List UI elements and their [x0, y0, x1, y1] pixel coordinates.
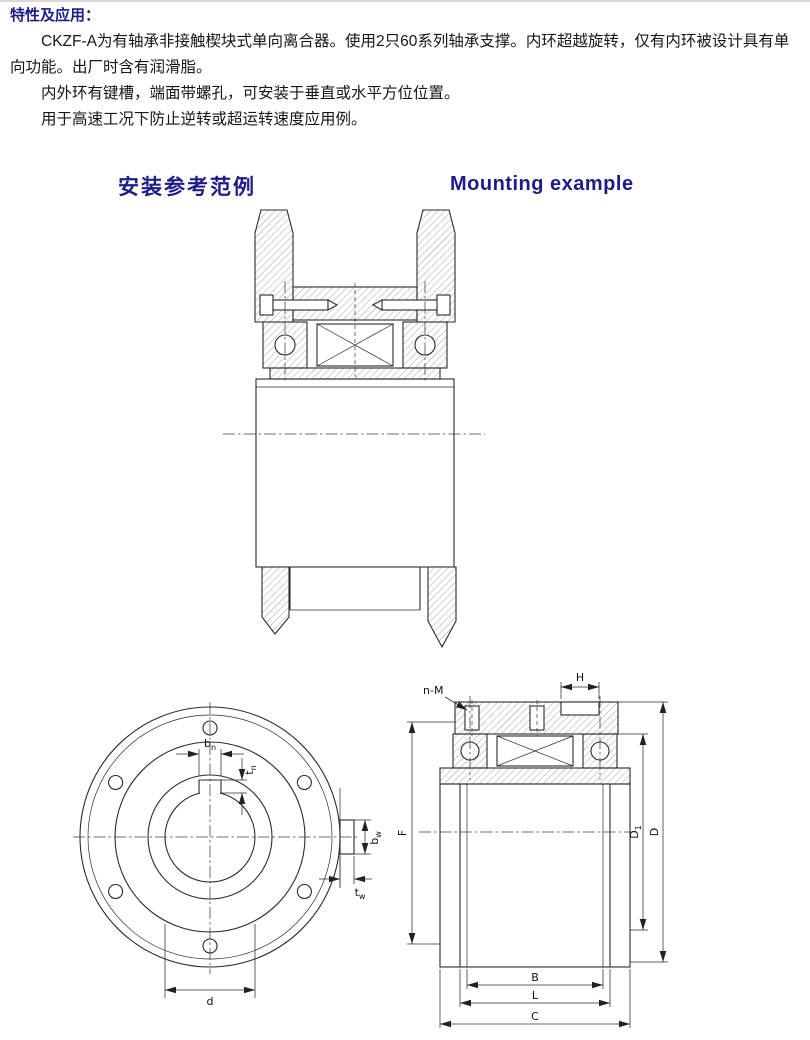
- housing-plate-right: [416, 209, 456, 323]
- dim-d-outer-label: D: [648, 828, 661, 836]
- clutch-bearing-section: [452, 733, 618, 769]
- dim-tw-label: tw: [355, 886, 366, 901]
- clutch-cap: [454, 700, 619, 736]
- intro-paragraph-1: CKZF-A为有轴承非接触楔块式单向离合器。使用2只60系列轴承支撑。内环超越旋…: [10, 33, 790, 76]
- dim-D1: D1: [618, 733, 648, 931]
- mounting-bolt-left: [259, 294, 339, 316]
- dim-d1-label: D1: [628, 825, 643, 839]
- dim-B: B: [466, 969, 604, 989]
- bolt-hole: [202, 720, 218, 736]
- dim-F: F: [396, 721, 455, 945]
- dim-H: H: [560, 671, 600, 699]
- dim-tn-label: tn: [243, 765, 258, 774]
- dim-bw: bw: [354, 819, 383, 855]
- dim-c-label: C: [531, 1010, 539, 1023]
- dim-l-label: L: [532, 989, 539, 1002]
- dim-b-label: B: [531, 971, 539, 984]
- bolt-shaft-right: [381, 299, 438, 311]
- dim-tn: tn: [220, 758, 258, 815]
- clutch-flange: [439, 767, 631, 785]
- dim-tw: tw: [319, 856, 372, 901]
- bolt-shaft-left: [272, 299, 329, 311]
- dim-f-label: F: [396, 830, 409, 836]
- intro-text-block: 特性及应用： CKZF-A为有轴承非接触楔块式单向离合器。使用2只60系列轴承支…: [10, 3, 804, 133]
- section-view-drawing: H n-M F D1 D B: [396, 671, 668, 1028]
- bolt-hole: [108, 774, 124, 791]
- mounting-example-drawing: [223, 209, 485, 649]
- front-view-drawing: bn tn bw tw d: [73, 702, 383, 1008]
- bolt-tip-left: [327, 299, 339, 311]
- bolt-hole: [296, 774, 312, 791]
- dim-bw-label: bw: [368, 831, 383, 845]
- dim-L: L: [459, 969, 611, 1007]
- bolt-tip-right: [371, 299, 383, 311]
- sleeve-cylinder: [439, 783, 631, 968]
- dim-d-label: d: [207, 995, 214, 1008]
- section-title-zh: 安装参考范例: [118, 176, 256, 199]
- dim-d: d: [164, 924, 256, 1008]
- intro-heading: 特性及应用：: [10, 7, 101, 24]
- dim-D: D: [618, 701, 668, 963]
- front-view-centerlines: [73, 702, 357, 974]
- bolt-head-right: [436, 294, 451, 316]
- intro-paragraph-3: 用于高速工况下防止逆转或超运转速度应用例。: [41, 111, 367, 128]
- mounting-bolt-right: [371, 294, 451, 316]
- intro-paragraph-2: 内外环有键槽，端面带螺孔，可安装于垂直或水平方位位置。: [41, 85, 460, 102]
- shaft-end-right: [427, 566, 457, 649]
- dim-C: C: [439, 969, 631, 1028]
- mounted-cylinder: [255, 378, 455, 611]
- bolt-hole: [296, 883, 312, 900]
- dim-h-label: H: [576, 671, 584, 684]
- bolt-head-left: [259, 294, 274, 316]
- dim-bn-label: bn: [204, 737, 216, 752]
- dim-bn: bn: [176, 737, 244, 776]
- section-view-centerlines: [419, 696, 633, 833]
- mounting-centerlines: [223, 281, 485, 435]
- dim-nm-label: n-M: [423, 684, 443, 697]
- clutch-bearing-section: [262, 321, 448, 380]
- dim-nM: n-M: [423, 684, 468, 711]
- shaft-end-left: [261, 566, 290, 635]
- section-title-en: Mounting example: [450, 173, 634, 195]
- keyway-recess: [560, 701, 600, 716]
- bolt-hole: [108, 883, 124, 900]
